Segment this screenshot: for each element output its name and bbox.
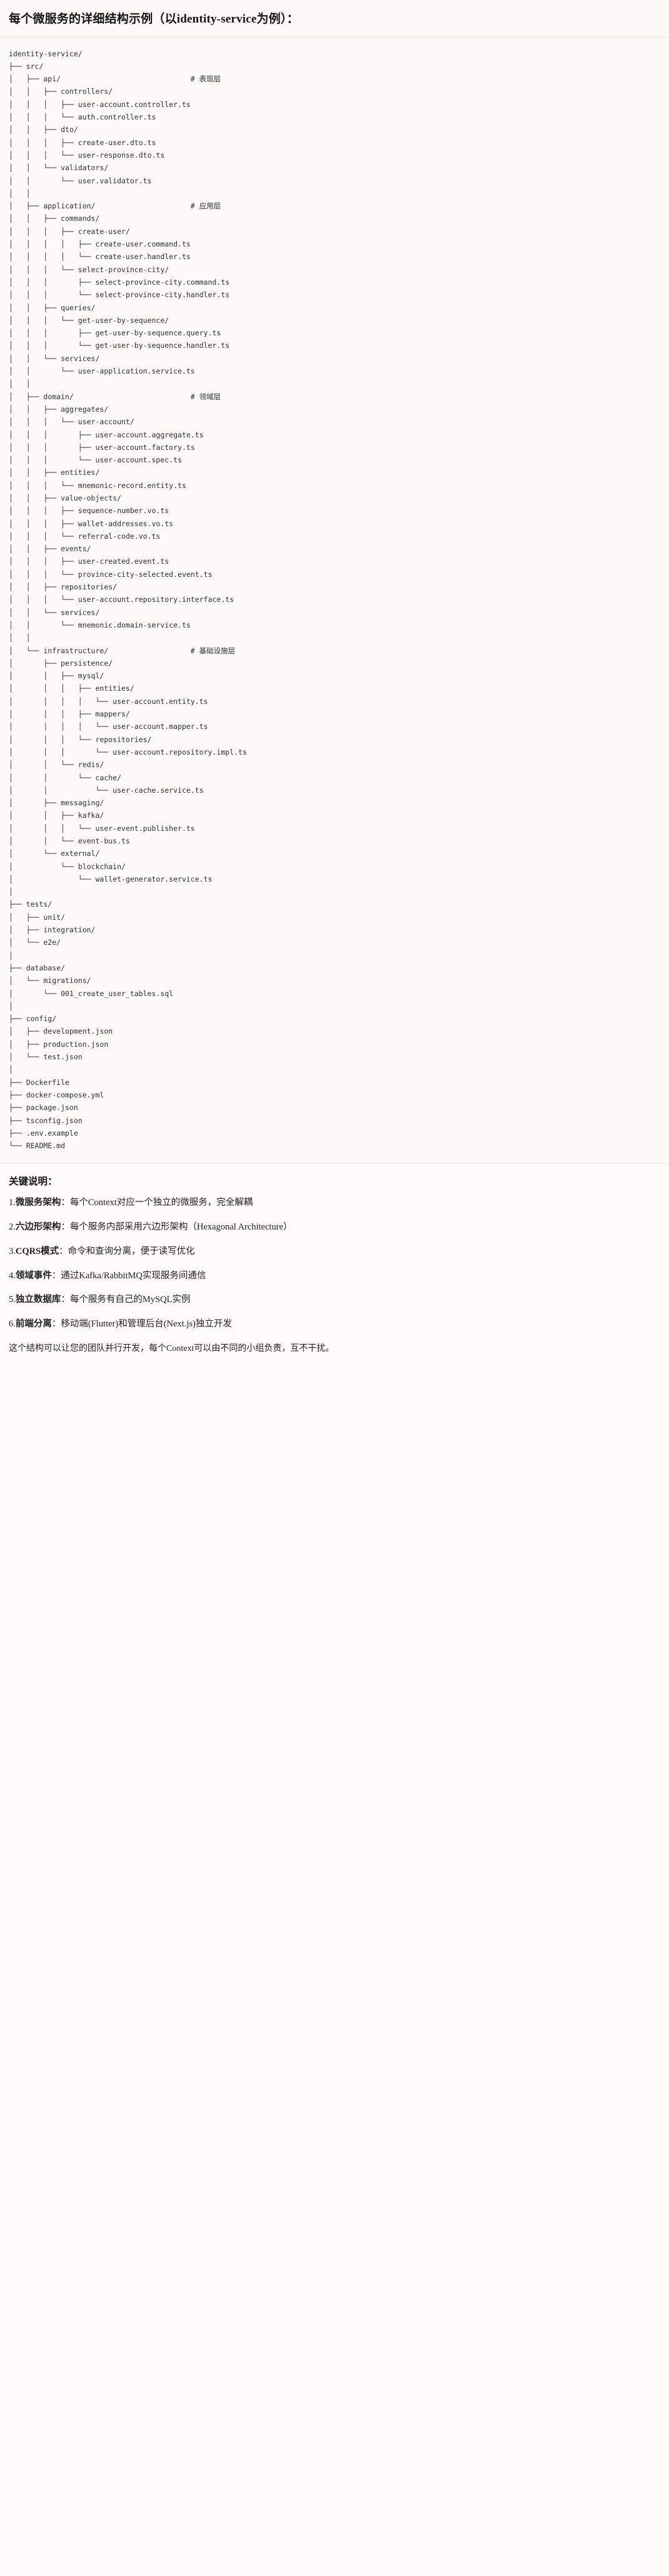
note-index: 3. bbox=[9, 1246, 16, 1256]
note-separator: ： bbox=[59, 1246, 68, 1256]
key-notes-title: 关键说明： bbox=[9, 1176, 58, 1188]
note-index: 4. bbox=[9, 1270, 16, 1281]
note-item: 2.六边形架构：每个服务内部采用六边形架构（Hexagonal Architec… bbox=[9, 1221, 660, 1235]
note-index: 5. bbox=[9, 1295, 16, 1305]
note-body: 每个Context对应一个独立的微服务，完全解耦 bbox=[69, 1198, 253, 1208]
note-separator: ： bbox=[61, 1295, 70, 1305]
directory-tree: identity-service/ ├── src/ │ ├── api/ # … bbox=[9, 49, 247, 1151]
note-index: 2. bbox=[9, 1222, 16, 1233]
closing-statement: 这个结构可以让您的团队并行开发，每个Context可以由不同的小组负责，互不干扰… bbox=[9, 1343, 334, 1353]
note-lead: 独立数据库 bbox=[15, 1295, 61, 1305]
note-lead: 六边形架构 bbox=[15, 1222, 61, 1233]
note-body: 移动端(Flutter)和管理后台(Next.js)独立开发 bbox=[61, 1319, 232, 1330]
note-separator: ： bbox=[61, 1222, 70, 1233]
note-index: 6. bbox=[9, 1319, 16, 1330]
note-item: 1.微服务架构：每个Context对应一个独立的微服务，完全解耦 bbox=[9, 1196, 660, 1210]
directory-tree-block: identity-service/ ├── src/ │ ├── api/ # … bbox=[0, 37, 669, 1164]
note-separator: ： bbox=[61, 1198, 70, 1208]
note-item: 6.前端分离：移动端(Flutter)和管理后台(Next.js)独立开发 bbox=[9, 1318, 660, 1331]
note-item: 3.CQRS模式：命令和查询分离，便于读写优化 bbox=[9, 1245, 660, 1259]
note-separator: ： bbox=[51, 1319, 61, 1330]
note-lead: CQRS模式 bbox=[15, 1246, 59, 1256]
note-body: 命令和查询分离，便于读写优化 bbox=[68, 1246, 195, 1256]
note-body: 通过Kafka/RabbitMQ实现服务间通信 bbox=[61, 1270, 206, 1281]
note-lead: 前端分离 bbox=[15, 1319, 52, 1330]
note-separator: ： bbox=[51, 1270, 61, 1281]
note-item: 4.领域事件：通过Kafka/RabbitMQ实现服务间通信 bbox=[9, 1270, 660, 1283]
note-body: 每个服务内部采用六边形架构（Hexagonal Architecture） bbox=[69, 1222, 293, 1233]
key-notes-section: 关键说明： 1.微服务架构：每个Context对应一个独立的微服务，完全解耦 2… bbox=[0, 1164, 669, 1368]
document-header: 每个微服务的详细结构示例（以identity-service为例）： bbox=[0, 0, 669, 38]
note-lead: 微服务架构 bbox=[15, 1198, 61, 1208]
note-item: 5.独立数据库：每个服务有自己的MySQL实例 bbox=[9, 1293, 660, 1307]
note-body: 每个服务有自己的MySQL实例 bbox=[69, 1295, 191, 1305]
page-title: 每个微服务的详细结构示例（以identity-service为例）： bbox=[9, 13, 299, 26]
note-index: 1. bbox=[9, 1198, 16, 1208]
note-lead: 领域事件 bbox=[15, 1270, 52, 1281]
